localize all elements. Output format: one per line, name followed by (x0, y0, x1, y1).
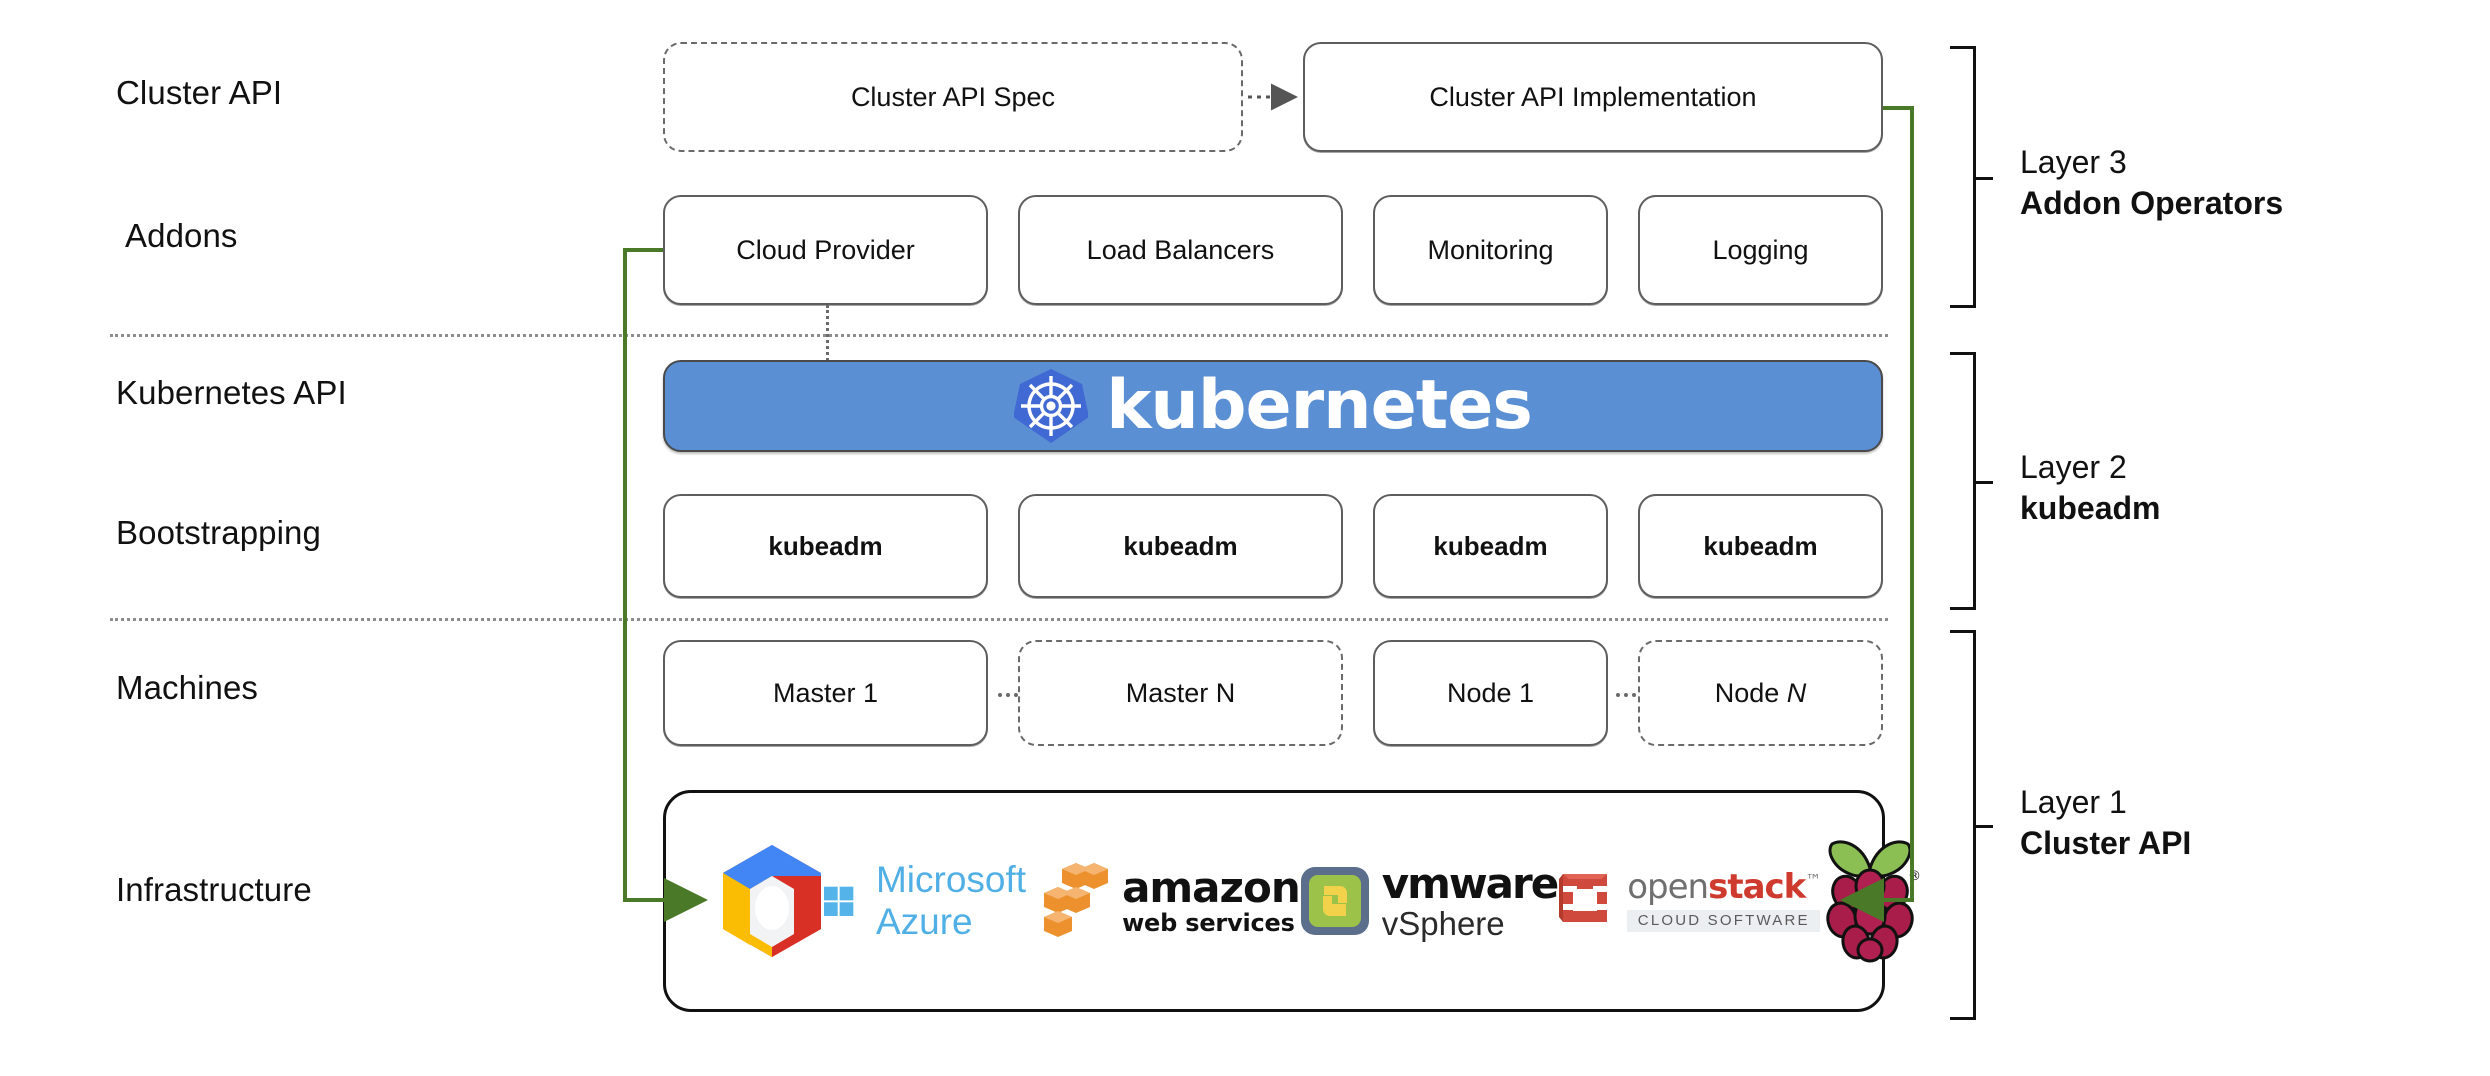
logo-openstack: openstack™ CLOUD SOFTWARE (1557, 866, 1821, 934)
logo-aws-wordmark: amazon (1122, 863, 1301, 912)
separator-upper (110, 334, 1888, 337)
box-label-italic: N (1786, 677, 1807, 708)
bracket-nub (1973, 481, 1993, 484)
row-label-kubernetes-api: Kubernetes API (116, 374, 347, 411)
box-load-balancers[interactable]: Load Balancers (1018, 195, 1343, 305)
logo-amazon-web-services: amazon web services (1042, 861, 1301, 941)
box-logging[interactable]: Logging (1638, 195, 1883, 305)
box-label: Cloud Provider (736, 234, 915, 265)
box-kubeadm-3[interactable]: kubeadm (1373, 494, 1608, 598)
box-label: kubeadm (1433, 530, 1548, 561)
box-label: Master N (1125, 677, 1236, 708)
row-label-bootstrapping: Bootstrapping (116, 514, 321, 551)
box-label: Cluster API Spec (850, 81, 1056, 112)
box-kubeadm-1[interactable]: kubeadm (663, 494, 988, 598)
logo-openstack-stack: stack (1708, 866, 1806, 907)
box-label: Load Balancers (1086, 234, 1275, 265)
layer-1-line1: Layer 1 (2020, 784, 2127, 820)
box-cloud-provider[interactable]: Cloud Provider (663, 195, 988, 305)
svg-text:®: ® (1908, 869, 1920, 884)
bracket-nub (1973, 177, 1993, 180)
box-label-prefix: Node (1714, 677, 1787, 708)
kubernetes-wordmark: kubernetes (1106, 366, 1533, 445)
logo-openstack-subtext: CLOUD SOFTWARE (1627, 910, 1821, 933)
box-cluster-api-spec[interactable]: Cluster API Spec (663, 42, 1243, 152)
box-label: Master 1 (772, 677, 879, 708)
logo-vmware-wordmark: vmware (1381, 858, 1559, 908)
bracket-layer-3 (1950, 46, 1993, 308)
box-label: kubeadm (1703, 530, 1818, 561)
box-label: Node 1 (1446, 677, 1535, 708)
logo-vsphere-subtext: vSphere (1381, 904, 1505, 942)
logo-raspberry-pi: ® (1820, 838, 1920, 964)
bracket-layer-1 (1950, 630, 1993, 1020)
bracket-nub (1973, 825, 1993, 828)
logo-google-cloud-platform (720, 842, 824, 960)
row-label-machines: Machines (116, 669, 259, 706)
box-label: Monitoring (1427, 234, 1554, 265)
box-master-1[interactable]: Master 1 (663, 640, 988, 746)
connector-node-ellipsis (1616, 693, 1636, 697)
logo-aws-subtext: web services (1122, 909, 1295, 937)
logo-openstack-open: open (1627, 866, 1709, 907)
layer-3-line2: Addon Operators (2020, 184, 2284, 221)
logo-azure-text: Microsoft Azure (875, 859, 1027, 942)
box-kubeadm-4[interactable]: kubeadm (1638, 494, 1883, 598)
box-node-1[interactable]: Node 1 (1373, 640, 1608, 746)
box-cluster-api-implementation[interactable]: Cluster API Implementation (1303, 42, 1883, 152)
box-master-n[interactable]: Master N (1018, 640, 1343, 746)
layer-2-line1: Layer 2 (2020, 449, 2127, 485)
box-label: kubeadm (768, 530, 883, 561)
kubernetes-banner: kubernetes (663, 360, 1883, 452)
layer-2-line2: kubeadm (2020, 489, 2161, 526)
connector-cloudprovider-kubernetes (826, 305, 829, 361)
logo-microsoft-azure: Microsoft Azure (824, 859, 1042, 943)
layer-1-line2: Cluster API (2020, 824, 2192, 861)
box-kubeadm-2[interactable]: kubeadm (1018, 494, 1343, 598)
row-label-addons: Addons (125, 217, 238, 254)
logo-vmware-vsphere: vmware vSphere (1300, 858, 1559, 942)
connector-master-ellipsis (998, 693, 1018, 697)
row-label-infrastructure: Infrastructure (116, 871, 312, 908)
layer-label-1: Layer 1 Cluster API (2020, 782, 2191, 864)
box-node-n[interactable]: Node N (1638, 640, 1883, 746)
box-label: Cluster API Implementation (1429, 81, 1757, 112)
bracket-layer-2 (1950, 352, 1993, 610)
layer-3-line1: Layer 3 (2020, 144, 2127, 180)
box-label: kubeadm (1123, 530, 1238, 561)
layer-label-2: Layer 2 kubeadm (2020, 447, 2160, 529)
kubernetes-helm-wheel-icon (1014, 367, 1089, 445)
box-label: Node N (1715, 678, 1807, 709)
box-monitoring[interactable]: Monitoring (1373, 195, 1608, 305)
separator-lower (110, 618, 1888, 621)
infrastructure-container: Microsoft Azure (663, 790, 1920, 1012)
layer-label-3: Layer 3 Addon Operators (2020, 142, 2283, 224)
box-label: Logging (1712, 234, 1809, 265)
row-label-cluster-api: Cluster API (116, 74, 283, 111)
